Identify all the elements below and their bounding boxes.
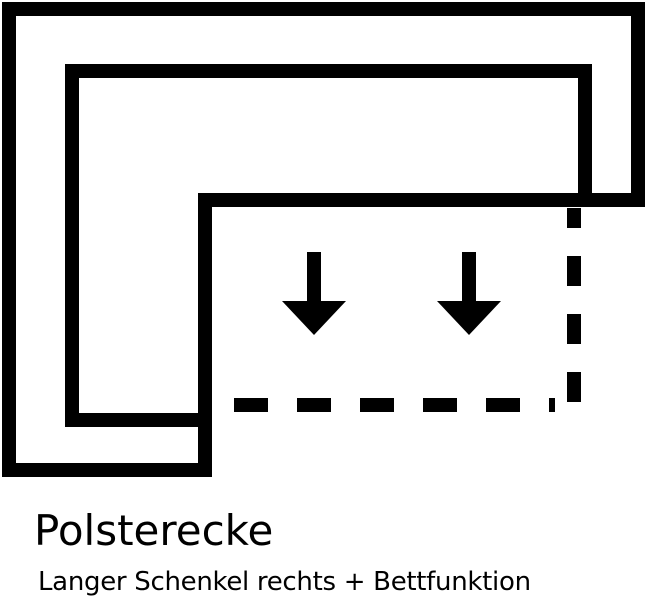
arrow-down-icon	[282, 252, 346, 335]
diagram-subtitle: Langer Schenkel rechts + Bettfunktion	[38, 567, 531, 597]
diagram-title: Polsterecke	[34, 506, 274, 555]
arrow-down-icon	[437, 252, 501, 335]
sofa-inner-outline	[65, 64, 592, 427]
